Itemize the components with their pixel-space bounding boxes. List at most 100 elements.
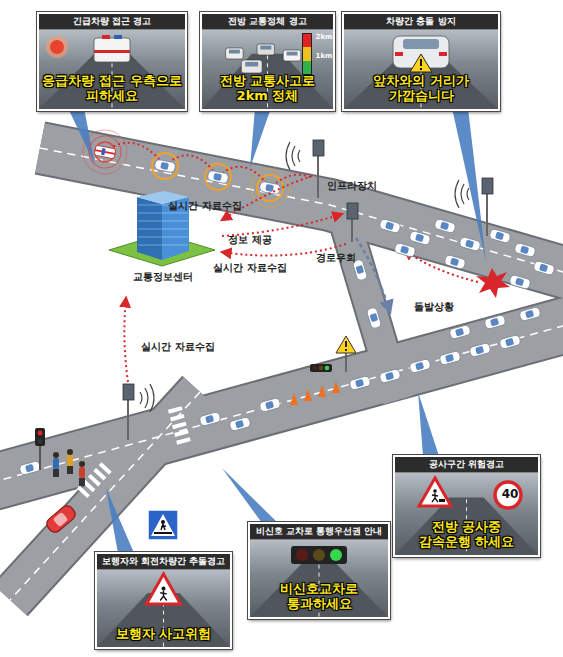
flow-label: 정보 제공 xyxy=(228,233,271,247)
gauge-green xyxy=(303,61,311,74)
panel-heading: 보행자와 회전차량간 추돌경고 xyxy=(97,554,230,570)
car xyxy=(484,314,506,329)
car xyxy=(259,397,281,412)
warning-panel: 차량간 충돌 방지앞차와의 거리가 가깝습니다 xyxy=(342,12,500,111)
tail-light xyxy=(439,52,447,56)
pedestrian-legs xyxy=(53,469,59,477)
crosswalk-stripe xyxy=(170,414,185,421)
callout-pointer xyxy=(250,108,271,168)
v2v-link xyxy=(105,143,312,188)
crosswalk-sign-figure xyxy=(161,520,165,524)
walker-body xyxy=(160,591,167,601)
panel-heading: 전방 교통정체 경고 xyxy=(202,14,333,30)
traffic-cones xyxy=(290,381,340,405)
callout-pointer xyxy=(418,392,439,456)
crosswalk-stripe xyxy=(174,429,189,436)
car xyxy=(434,218,456,233)
pedestrian-head xyxy=(79,461,85,467)
crosswalk-sign-triangle xyxy=(151,514,175,536)
warning-panel: 공사구간 위험경고전방 공사중 감속운행 하세요 xyxy=(393,455,540,557)
infra-device xyxy=(313,140,324,156)
flow-label: 실시간 자료수집 xyxy=(141,340,214,354)
car xyxy=(349,375,371,390)
screen-road xyxy=(344,54,498,109)
pedestrian-body xyxy=(67,455,73,466)
panel-heading: 비신호 교차로 통행우선권 안내 xyxy=(250,524,388,540)
emergency-ring xyxy=(83,130,127,174)
cone xyxy=(304,389,312,401)
car xyxy=(514,242,536,257)
crosswalk-stripe xyxy=(176,437,191,444)
building-window-line xyxy=(138,229,188,230)
panel-message: 응급차량 접근 우측으로 피하세요 xyxy=(42,74,182,104)
car xyxy=(379,368,401,383)
speed-sign-number: 40 xyxy=(502,487,519,501)
siren-glow xyxy=(46,36,68,58)
crosswalk-sign-figure xyxy=(161,524,166,530)
route-label: 경로우회 xyxy=(316,251,356,265)
screen-road xyxy=(202,54,333,109)
car xyxy=(509,274,531,289)
infra-pole xyxy=(317,152,319,198)
cone xyxy=(290,393,298,405)
screen-car-window xyxy=(287,52,298,56)
collect-arrow xyxy=(222,176,312,220)
car xyxy=(366,307,382,329)
pedestrian-legs xyxy=(67,466,73,474)
car xyxy=(533,260,555,275)
ped-light xyxy=(35,428,45,446)
speed-sign xyxy=(495,482,521,508)
panel-message: 전방 공사중 감속운행 하세요 xyxy=(411,520,523,550)
incident-report xyxy=(405,250,478,282)
infra-device xyxy=(347,203,358,219)
car xyxy=(459,236,481,251)
gauge-label: 1km xyxy=(316,52,333,60)
turning-car xyxy=(44,503,78,535)
warning-panel: 긴급차량 접근 경고응급차량 접근 우측으로 피하세요 xyxy=(37,12,187,111)
gauge-red xyxy=(303,34,311,47)
crosswalk-stripe xyxy=(99,462,112,474)
callout-pointer xyxy=(68,108,95,165)
car xyxy=(499,334,521,349)
cone xyxy=(318,385,326,397)
infra-poles xyxy=(123,140,493,440)
construction-pile xyxy=(439,499,445,502)
warning-mark xyxy=(420,59,422,66)
lead-car-window xyxy=(403,39,439,49)
crosswalk-sign xyxy=(148,510,178,540)
car xyxy=(394,242,416,257)
panel-message: 보행자 사고위험 xyxy=(101,627,226,642)
warning-mark xyxy=(345,341,347,347)
panel-message: 앞차와의 거리가 가깝습니다 xyxy=(346,74,496,104)
flow-label: 실시간 자료수집 xyxy=(213,261,286,275)
ambulance-light xyxy=(102,35,110,39)
lane-marking xyxy=(0,324,563,483)
panel-screen: 응급차량 접근 우측으로 피하세요 xyxy=(39,30,185,109)
infra-device xyxy=(482,178,493,194)
emergency-ring xyxy=(89,136,121,168)
signal-lamp xyxy=(296,549,308,561)
panel-screen: 비신호교차로 통과하세요 xyxy=(250,540,388,617)
building-window-line xyxy=(138,245,188,246)
collect-arrow xyxy=(124,298,128,382)
signal-housing xyxy=(291,546,347,564)
warning-sign xyxy=(336,336,356,353)
callout-pointer xyxy=(222,468,278,523)
panel-screen: 보행자 사고위험 xyxy=(97,570,230,647)
car xyxy=(439,350,461,365)
v2v-ring xyxy=(152,153,178,179)
screen-car xyxy=(226,48,244,59)
car xyxy=(409,358,431,373)
crosswalk-stripe xyxy=(168,406,183,413)
screen-car xyxy=(241,60,262,73)
car xyxy=(449,324,471,339)
incident-mark xyxy=(476,268,510,298)
warning-mark xyxy=(420,68,422,70)
siren xyxy=(50,40,64,54)
car xyxy=(409,230,431,245)
pedestrian-body xyxy=(79,467,85,478)
gauge-label: 2km xyxy=(316,33,333,41)
panel-heading: 긴급차량 접근 경고 xyxy=(39,14,185,30)
